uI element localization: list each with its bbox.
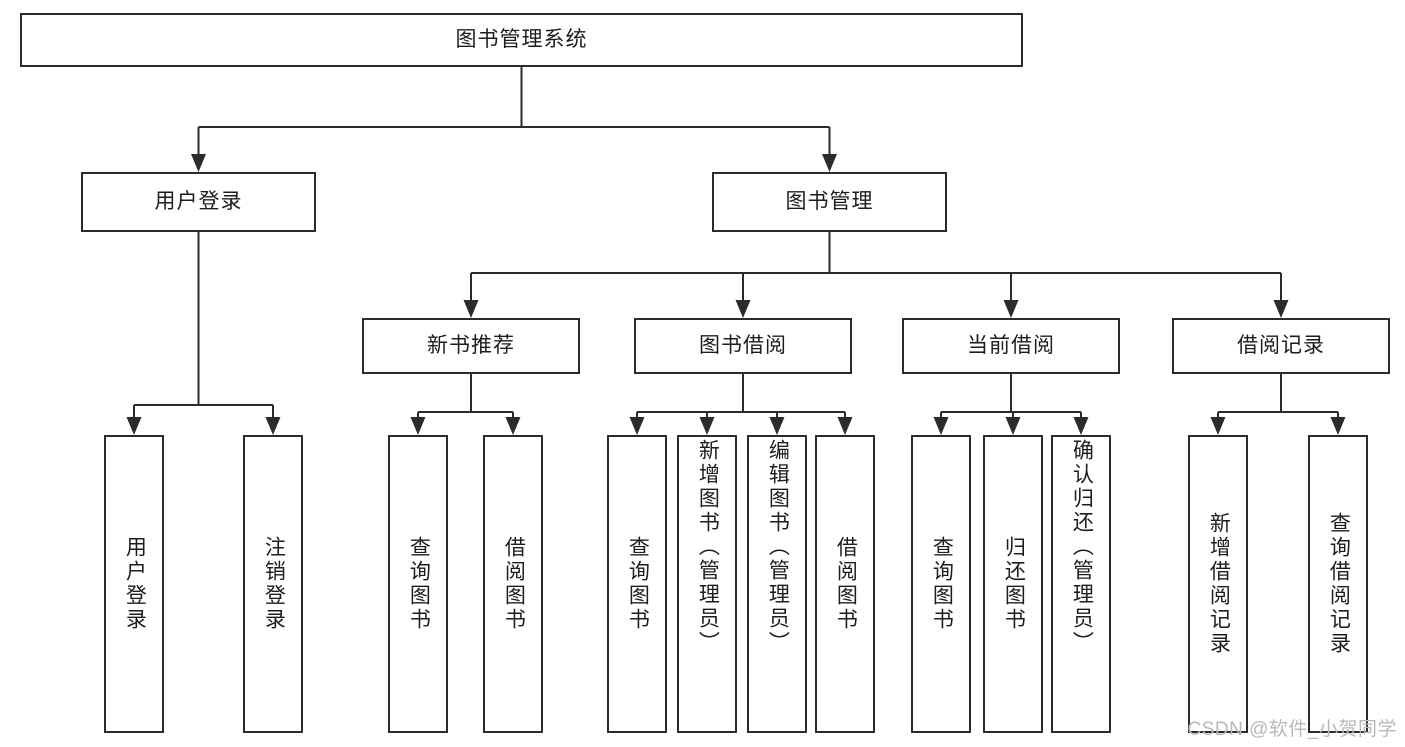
node-current-borrow[interactable]: 当前借阅 [902,318,1120,374]
node-root-system[interactable]: 图书管理系统 [20,13,1023,67]
node-label: 查询图书 [930,536,954,632]
node-label: 新增借阅记录 [1207,512,1231,656]
node-label: 借阅图书 [502,536,526,632]
node-label: 图书借阅 [699,333,787,357]
leaf-query-borrow-record[interactable]: 查询借阅记录 [1308,435,1368,733]
node-user-login[interactable]: 用户登录 [81,172,316,232]
node-label: 用户登录 [123,536,147,632]
leaf-add-book-admin[interactable]: 新增图书（管理员） [677,435,737,733]
leaf-query-book-borrow[interactable]: 查询图书 [607,435,667,733]
node-book-manage[interactable]: 图书管理 [712,172,947,232]
leaf-user-login[interactable]: 用户登录 [104,435,164,733]
leaf-confirm-return-admin[interactable]: 确认归还（管理员） [1051,435,1111,733]
node-new-book-recommendation[interactable]: 新书推荐 [362,318,580,374]
node-borrow-record[interactable]: 借阅记录 [1172,318,1390,374]
node-label: 查询图书 [626,536,650,632]
node-label: 确认归还（管理员） [1070,439,1094,655]
node-label: 图书管理 [785,189,874,213]
leaf-borrow-book-recommend[interactable]: 借阅图书 [483,435,543,733]
leaf-query-book-current[interactable]: 查询图书 [911,435,971,733]
node-label: 查询图书 [407,536,431,632]
node-label: 新增图书（管理员） [696,439,720,655]
leaf-add-borrow-record[interactable]: 新增借阅记录 [1188,435,1248,733]
node-label: 借阅记录 [1237,333,1325,357]
node-label: 用户登录 [154,189,243,213]
node-label: 图书管理系统 [455,27,588,51]
node-label: 借阅图书 [834,536,858,632]
leaf-borrow-book[interactable]: 借阅图书 [815,435,875,733]
node-label: 当前借阅 [967,333,1055,357]
csdn-watermark: CSDN @软件_小贺同学 [1187,719,1397,740]
node-label: 编辑图书（管理员） [766,439,790,655]
node-book-borrow[interactable]: 图书借阅 [634,318,852,374]
leaf-return-book[interactable]: 归还图书 [983,435,1043,733]
leaf-query-book-recommend[interactable]: 查询图书 [388,435,448,733]
node-label: 新书推荐 [427,333,515,357]
node-label: 注销登录 [262,536,286,632]
leaf-edit-book-admin[interactable]: 编辑图书（管理员） [747,435,807,733]
node-label: 归还图书 [1002,536,1026,632]
leaf-user-logout[interactable]: 注销登录 [243,435,303,733]
node-label: 查询借阅记录 [1327,512,1351,656]
